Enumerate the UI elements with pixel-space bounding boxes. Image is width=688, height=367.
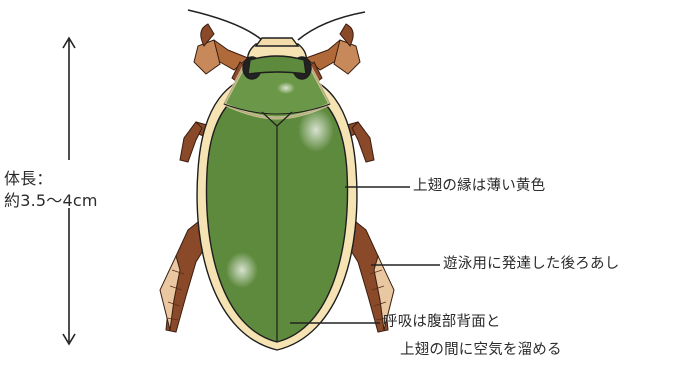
breathing-annotation-line1: 呼吸は腹部背面と xyxy=(383,315,501,330)
antennae xyxy=(188,10,365,40)
beetle-body xyxy=(197,38,357,350)
elytra-edge-annotation: 上翅の縁は薄い黄色 xyxy=(413,179,545,194)
body-length-label: 体長： 約3.5～4cm xyxy=(4,168,98,212)
breathing-annotation-line2: 上翅の間に空気を溜める xyxy=(400,343,562,358)
hind-legs-annotation: 遊泳用に発達した後ろあし xyxy=(443,257,619,272)
body-length-label-line1: 体長： xyxy=(4,168,98,190)
body-length-label-line2: 約3.5～4cm xyxy=(4,190,98,212)
